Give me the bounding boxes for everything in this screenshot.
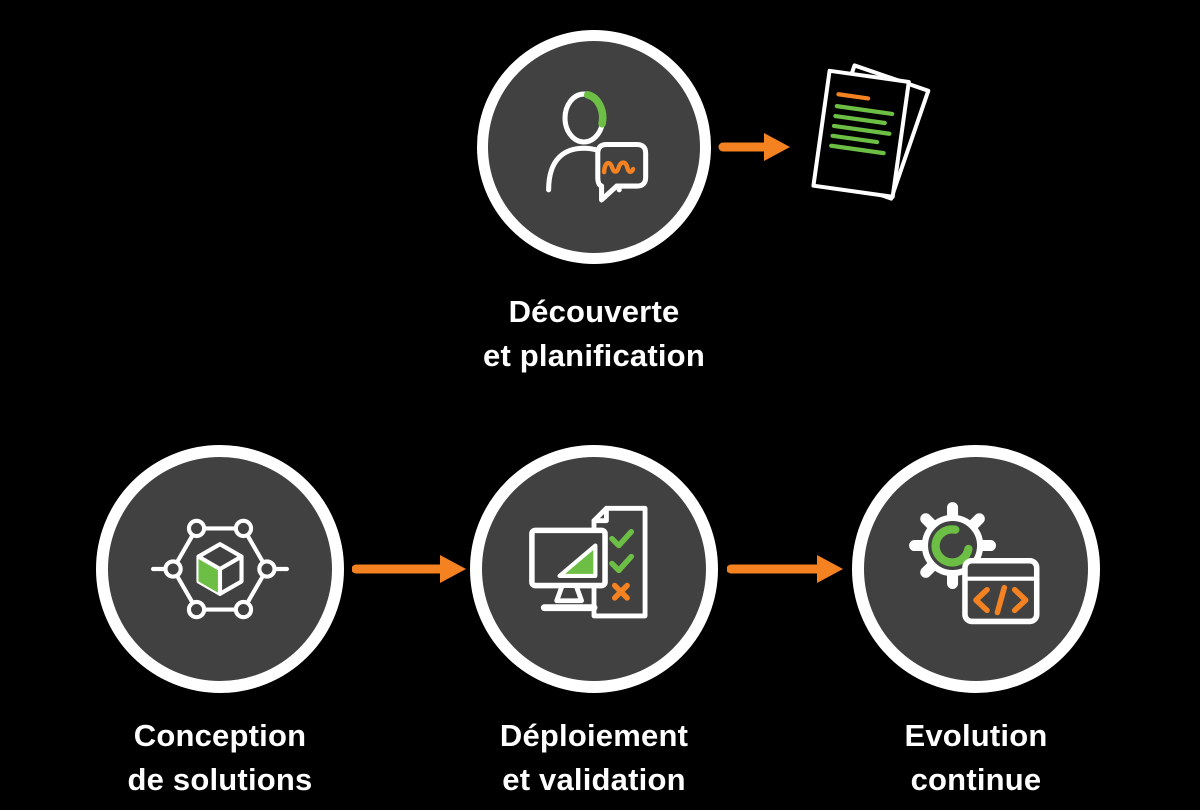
deployment-circle	[470, 445, 718, 693]
conception-circle	[96, 445, 344, 693]
arrow-discovery-to-documents-icon	[718, 133, 790, 161]
hexagon-network-icon	[151, 518, 289, 620]
conception-label: Conception de solutions	[127, 718, 313, 797]
evolution-circle	[852, 445, 1100, 693]
arrow-deployment-to-evolution-icon	[727, 555, 843, 583]
discovery-label: Découverte et planification	[483, 294, 705, 373]
node-dot	[186, 599, 207, 620]
arrow-conception-to-deployment-icon	[352, 555, 466, 583]
node-dot	[163, 559, 183, 579]
monitor-stand	[554, 583, 584, 604]
person-consultation-icon	[546, 91, 649, 203]
gear-browser-code-icon	[909, 502, 1040, 625]
green-text-lines	[829, 104, 895, 156]
page-fold	[591, 505, 609, 524]
cube-edges	[196, 554, 244, 596]
check-mark	[609, 553, 635, 574]
discovery-circle	[477, 30, 711, 264]
cross-mark	[611, 582, 630, 601]
front-page	[811, 68, 911, 199]
wave-squiggle	[601, 160, 636, 175]
green-crescent	[583, 91, 607, 128]
speech-bubble	[595, 141, 649, 203]
check-mark	[609, 528, 635, 549]
evolution-label: Evolution continue	[904, 718, 1048, 797]
deployment-label: Déploiement et validation	[499, 718, 689, 797]
screen-green-fold	[557, 543, 598, 578]
monitor-checklist-icon	[529, 505, 648, 619]
node-dot	[257, 559, 277, 579]
node-dot	[186, 518, 207, 539]
code-brackets	[973, 584, 1029, 616]
documents-icon	[811, 63, 931, 201]
node-dot	[233, 599, 254, 620]
node-dot	[233, 518, 254, 539]
gear-green-crescent	[931, 525, 973, 567]
orange-text-line	[836, 92, 871, 101]
